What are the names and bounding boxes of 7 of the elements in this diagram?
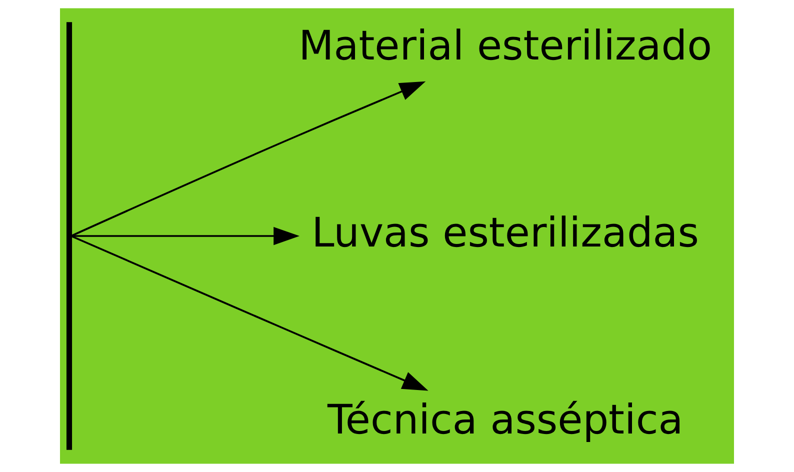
node-text: Luvas esterilizadas [312,208,699,256]
node-text: Material esterilizado [298,21,712,70]
arrow [70,235,428,391]
node-bar [66,22,72,450]
arrow [71,226,300,246]
node-text: Técnica asséptica [327,395,684,444]
arrow [70,81,426,237]
